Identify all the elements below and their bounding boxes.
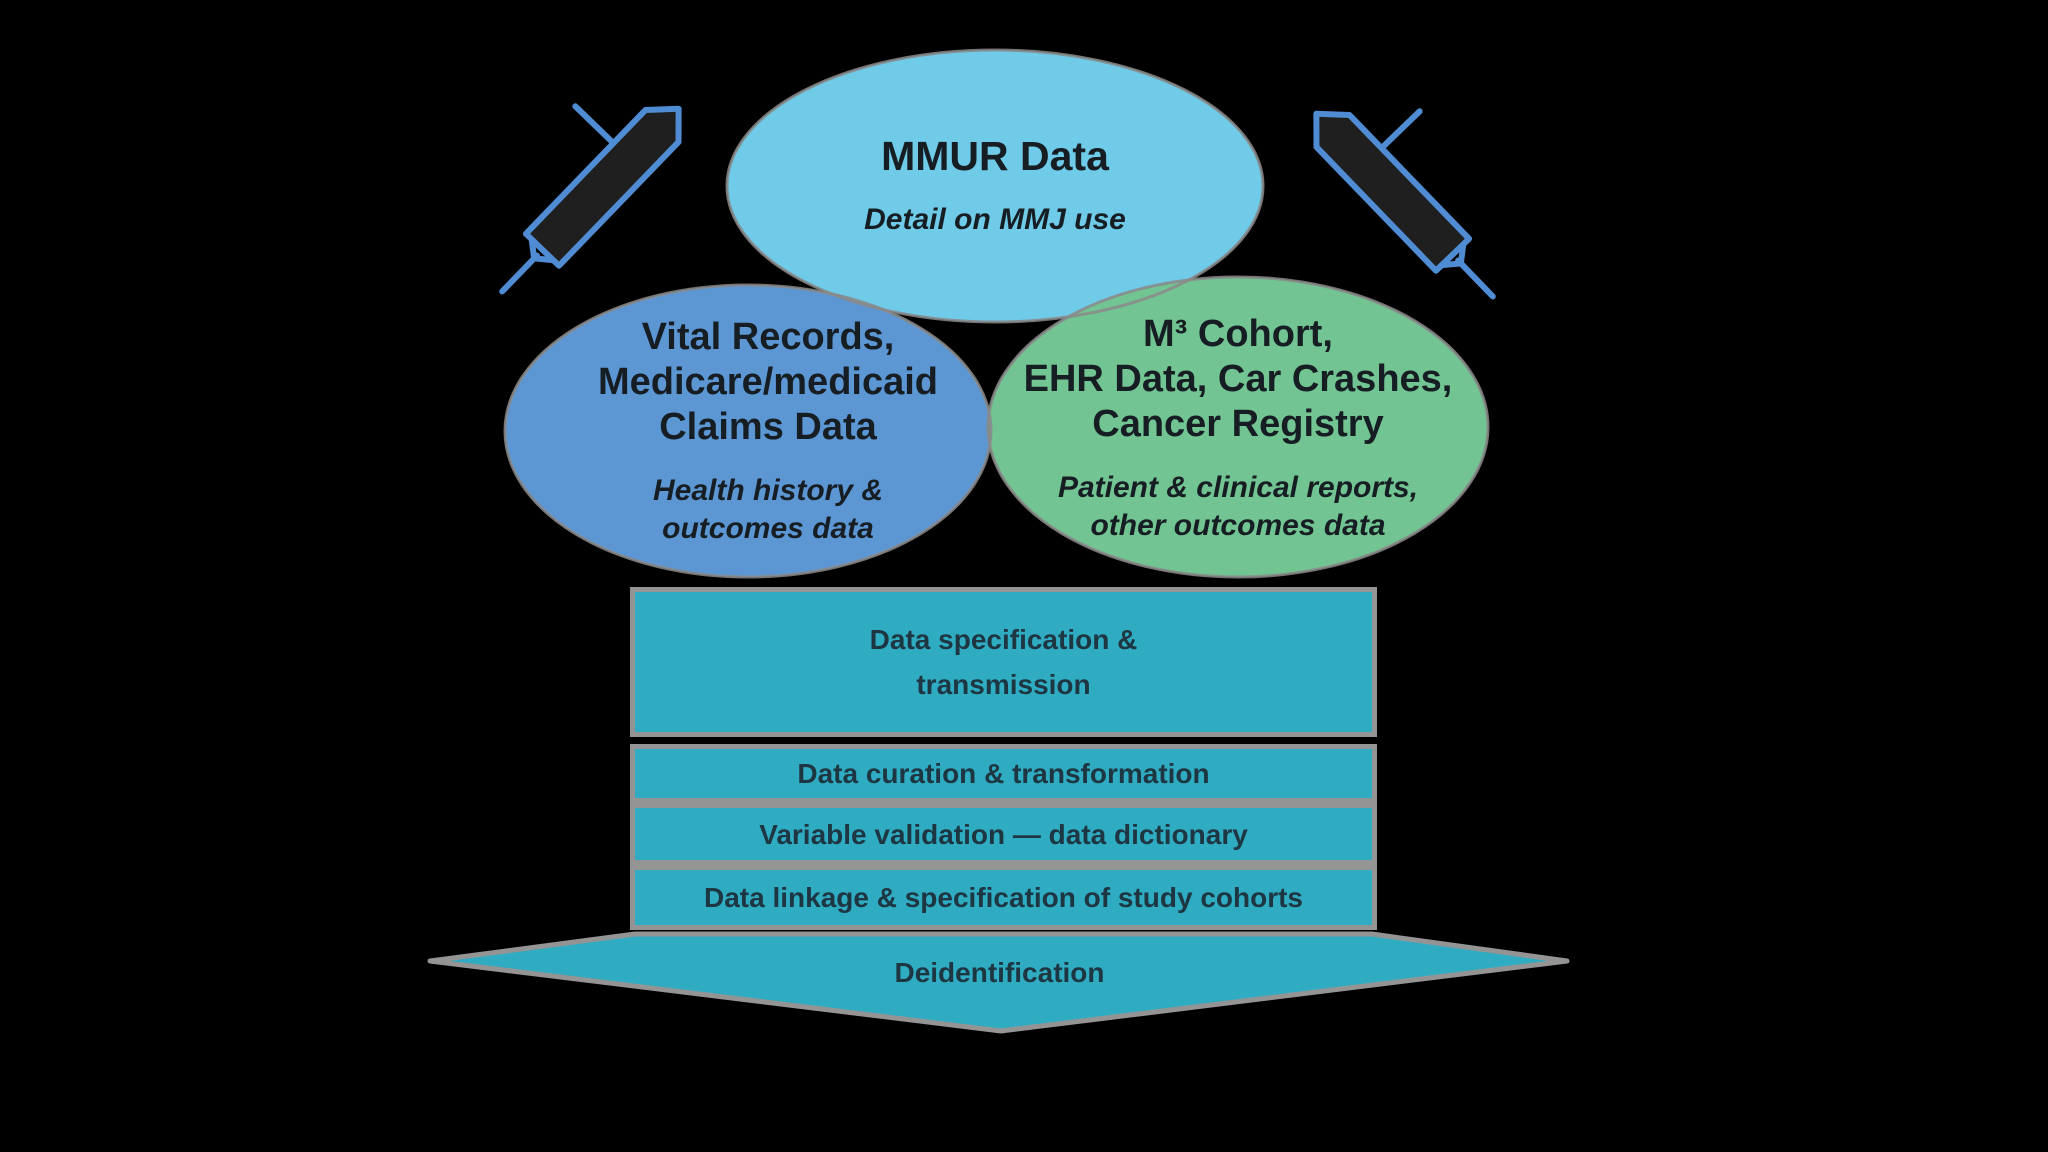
syringe-icon-right [1313,108,1496,300]
bar-variable-validation: Variable validation — data dictionary [630,803,1377,865]
cohort-title-line-1: M³ Cohort, [1143,312,1333,355]
vital-subtitle-line-1: Health history & [652,473,884,507]
bar-data-specification: Data specification & transmission [630,587,1377,737]
bar-data-curation: Data curation & transformation [630,744,1377,803]
cohort-ellipse [988,277,1488,577]
vital-title-line-3: Claims Data [659,405,877,448]
cohort-ellipse-text: M³ Cohort, EHR Data, Car Crashes, Cancer… [988,292,1488,564]
mmur-ellipse-text: MMUR Data Detail on MMJ use [727,62,1263,310]
vital-title-line-1: Vital Records, [641,315,895,358]
bar-data-specification-line-2: transmission [916,669,1091,700]
mmur-title: MMUR Data [881,132,1109,179]
vital-title-line-2: Medicare/medicaid [597,360,939,403]
bar-data-linkage: Data linkage & specification of study co… [630,865,1377,930]
cohort-subtitle-line-2: other outcomes data [1090,508,1386,542]
bar-deidentification: Deidentification [894,957,1105,988]
vital-records-ellipse [505,285,991,577]
cohort-title-line-3: Cancer Registry [1092,402,1384,445]
vital-subtitle-line-2: outcomes data [662,511,874,545]
vital-records-ellipse-text: Vital Records, Medicare/medicaid Claims … [518,295,1018,567]
deidentification-arrow [427,931,1570,1034]
mmur-ellipse [727,50,1263,322]
cohort-subtitle-line-1: Patient & clinical reports, [1057,470,1419,504]
bar-data-specification-line-1: Data specification & [869,624,1138,655]
syringe-icon-left [499,103,682,295]
cohort-title-line-2: EHR Data, Car Crashes, [1023,357,1453,400]
mmur-subtitle: Detail on MMJ use [864,202,1126,236]
